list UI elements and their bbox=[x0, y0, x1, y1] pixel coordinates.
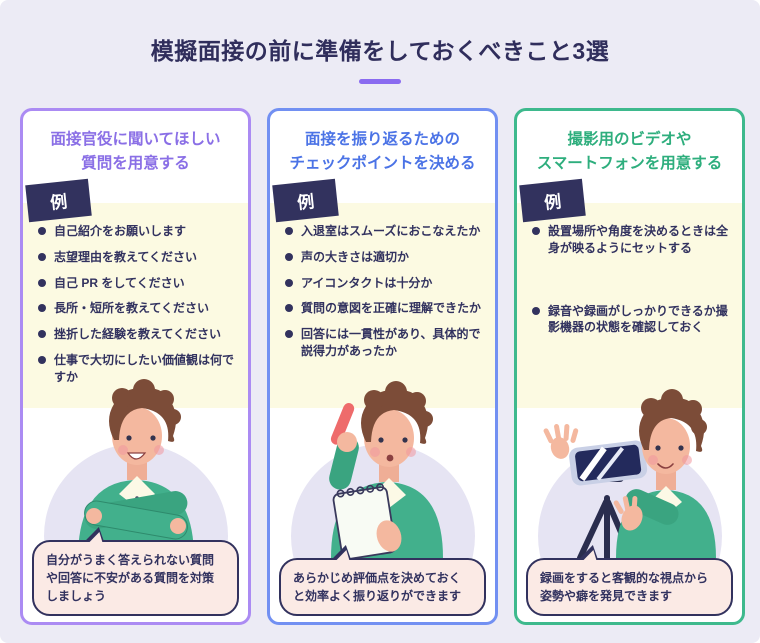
list-item: 志望理由を教えてください bbox=[38, 249, 241, 266]
bullet-list: 自己紹介をお願いします 志望理由を教えてください 自己 PR をしてください 長… bbox=[38, 223, 241, 395]
list-item: 仕事で大切にしたい価値観は何ですか bbox=[38, 352, 241, 386]
list-item: 入退室はスムーズにおこなえたか bbox=[285, 223, 488, 240]
bullet-icon bbox=[38, 278, 46, 287]
note-bubble: 録画をすると客観的な視点から姿勢や癖を発見できます bbox=[526, 558, 733, 616]
card-prepare-questions: 面接官役に聞いてほしい 質問を用意する 例 自己紹介をお願いします 志望理由を教… bbox=[20, 108, 251, 625]
bullet-icon bbox=[38, 355, 46, 364]
bullet-text: 声の大きさは適切か bbox=[301, 249, 410, 264]
card-title-line2: 質問を用意する bbox=[81, 155, 190, 173]
card-title-line2: チェックポイントを決める bbox=[289, 155, 476, 173]
bullet-text: 挫折した経験を教えてください bbox=[54, 327, 222, 342]
bullet-icon bbox=[38, 227, 46, 235]
bullet-text: 録音や録画がしっかりできるか撮影機器の状態を確認しておく bbox=[548, 303, 728, 335]
card-decide-checkpoints: 面接を振り返るための チェックポイントを決める 例 入退室はスムーズにおこなえた… bbox=[267, 108, 498, 625]
bullet-list: 設置場所や角度を決めるときは全身が映るようにセットする 録音や録画がしっかりでき… bbox=[532, 223, 735, 345]
bullet-text: 志望理由を教えてください bbox=[54, 249, 198, 264]
list-item: 設置場所や角度を決めるときは全身が映るようにセットする bbox=[532, 223, 735, 257]
bullet-icon bbox=[285, 304, 293, 313]
page-title: 模擬面接の前に準備をしておくべきこと3選 bbox=[150, 38, 610, 64]
bullet-text: 設置場所や角度を決めるときは全身が映るようにセットする bbox=[548, 224, 729, 255]
bullet-icon bbox=[532, 227, 540, 235]
bullet-list: 入退室はスムーズにおこなえたか 声の大きさは適切か アイコンタクトは十分か 質問… bbox=[285, 223, 488, 369]
bullet-text: 回答には一貫性があり、具体的で説得力があったか bbox=[301, 327, 481, 358]
card-prepare-camera: 撮影用のビデオや スマートフォンを用意する 例 設置場所や角度を決めるときは全身… bbox=[514, 108, 745, 625]
bullet-text: 自己 PR をしてください bbox=[54, 275, 185, 290]
bullet-icon bbox=[285, 227, 293, 235]
bullet-icon bbox=[285, 278, 293, 287]
bullet-text: 自己紹介をお願いします bbox=[54, 224, 187, 238]
list-item: アイコンタクトは十分か bbox=[285, 275, 488, 292]
card-title: 面接を振り返るための チェックポイントを決める bbox=[270, 111, 495, 176]
bullet-icon bbox=[38, 330, 46, 339]
example-box bbox=[517, 203, 742, 408]
bullet-text: 仕事で大切にしたい価値観は何ですか bbox=[54, 352, 235, 384]
bullet-icon bbox=[285, 252, 293, 261]
bullet-text: 長所・短所を教えてください bbox=[54, 301, 210, 316]
card-title: 面接官役に聞いてほしい 質問を用意する bbox=[23, 111, 248, 176]
list-item: 声の大きさは適切か bbox=[285, 249, 488, 266]
cards-row: 面接官役に聞いてほしい 質問を用意する 例 自己紹介をお願いします 志望理由を教… bbox=[20, 108, 745, 625]
example-box bbox=[23, 203, 248, 408]
list-item: 挫折した経験を教えてください bbox=[38, 326, 241, 343]
list-item: 質問の意図を正確に理解できたか bbox=[285, 300, 488, 317]
bullet-icon bbox=[532, 306, 540, 315]
list-item: 自己 PR をしてください bbox=[38, 275, 241, 292]
example-tag: 例 bbox=[25, 178, 92, 223]
bullet-icon bbox=[285, 330, 293, 339]
list-item: 長所・短所を教えてください bbox=[38, 300, 241, 317]
card-title-line2: スマートフォンを用意する bbox=[536, 155, 723, 173]
card-title-line1: 面接官役に聞いてほしい bbox=[50, 131, 221, 148]
note-bubble: あらかじめ評価点を決めておくと効率よく振り返りができます bbox=[279, 558, 486, 616]
bullet-icon bbox=[38, 304, 46, 313]
bullet-text: アイコンタクトは十分か bbox=[301, 275, 433, 290]
title-underline-accent bbox=[359, 79, 401, 84]
note-bubble: 自分がうまく答えられない質問や回答に不安がある質問を対策しましょう bbox=[32, 540, 239, 616]
list-item: 録音や録画がしっかりできるか撮影機器の状態を確認しておく bbox=[532, 303, 735, 337]
card-title-line1: 撮影用のビデオや bbox=[567, 131, 692, 148]
card-title-line1: 面接を振り返るための bbox=[304, 131, 460, 148]
bullet-text: 質問の意図を正確に理解できたか bbox=[301, 301, 482, 316]
bullet-icon bbox=[38, 252, 46, 261]
list-item: 自己紹介をお願いします bbox=[38, 223, 241, 240]
example-tag: 例 bbox=[272, 178, 339, 223]
card-title: 撮影用のビデオや スマートフォンを用意する bbox=[517, 111, 742, 176]
bullet-text: 入退室はスムーズにおこなえたか bbox=[301, 224, 481, 238]
example-tag: 例 bbox=[519, 178, 586, 223]
list-item: 回答には一貫性があり、具体的で説得力があったか bbox=[285, 326, 488, 360]
example-box bbox=[270, 203, 495, 408]
